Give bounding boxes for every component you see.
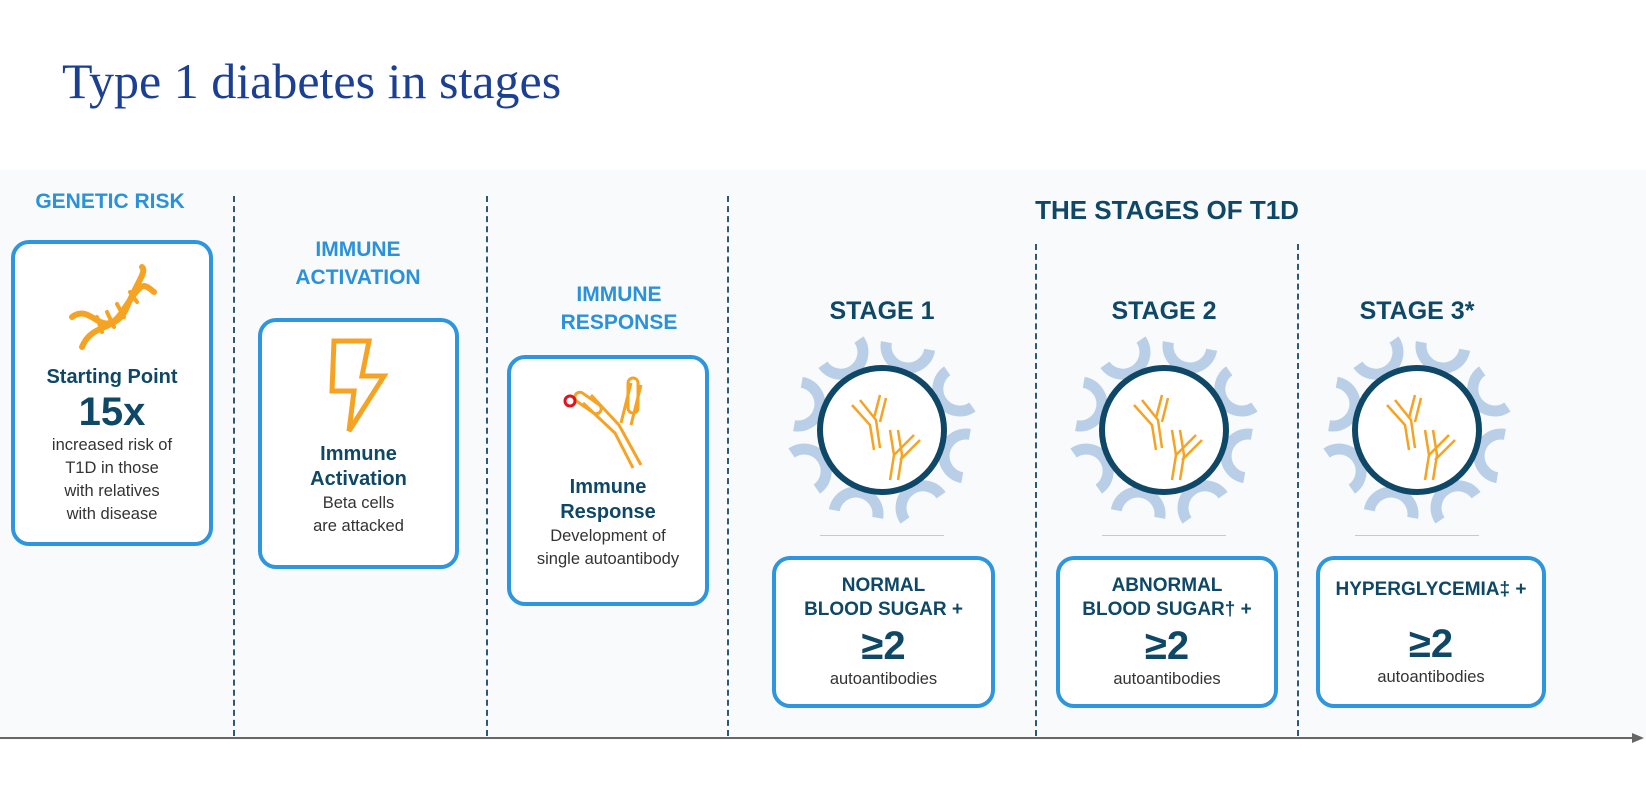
separator bbox=[1355, 535, 1479, 536]
divider bbox=[486, 196, 488, 736]
slide-title: Type 1 diabetes in stages bbox=[62, 53, 562, 109]
stage-label: STAGE 3* bbox=[1359, 297, 1475, 325]
separator bbox=[820, 535, 944, 536]
beta-cell-icon bbox=[782, 330, 982, 530]
beta-cell-icon bbox=[1317, 330, 1517, 530]
activation-card: Immune Activation Beta cells are attacke… bbox=[258, 318, 459, 569]
stage-condition: HYPERGLYCEMIA‡ + bbox=[1335, 579, 1527, 600]
genetic-desc-2: T1D in those bbox=[65, 459, 159, 477]
dna-icon bbox=[62, 262, 162, 357]
stage-criteria-card: ABNORMAL BLOOD SUGAR† + ≥2 autoantibodies bbox=[1056, 556, 1278, 708]
response-desc-2: single autoantibody bbox=[536, 550, 680, 568]
stage-value: ≥2 bbox=[861, 624, 906, 668]
response-heading-line2: RESPONSE bbox=[560, 311, 678, 334]
activation-title-1: Immune bbox=[320, 443, 397, 465]
activation-desc-2: are attacked bbox=[313, 517, 404, 535]
stage-label: STAGE 2 bbox=[1111, 297, 1217, 325]
genetic-risk-heading: GENETIC RISK bbox=[35, 190, 185, 213]
response-heading: IMMUNE RESPONSE bbox=[500, 281, 738, 337]
genetic-value: 15x bbox=[78, 390, 146, 434]
response-desc-1: Development of bbox=[550, 527, 666, 545]
stage-value: ≥2 bbox=[1408, 622, 1454, 666]
genetic-risk-card: Starting Point 15x increased risk of T1D… bbox=[11, 240, 213, 546]
genetic-title: Starting Point bbox=[46, 366, 178, 388]
stage-condition: BLOOD SUGAR + bbox=[804, 599, 963, 620]
divider bbox=[727, 196, 729, 736]
activation-heading-line1: IMMUNE bbox=[315, 238, 401, 261]
response-title-2: Response bbox=[560, 501, 656, 523]
stage-condition: ABNORMAL bbox=[1111, 575, 1223, 596]
stage-condition: NORMAL bbox=[841, 575, 926, 596]
stage-value: ≥2 bbox=[1144, 624, 1190, 668]
stage-criteria-card: HYPERGLYCEMIA‡ + ≥2 autoantibodies bbox=[1316, 556, 1546, 708]
lightning-icon bbox=[324, 336, 394, 436]
stage-unit: autoantibodies bbox=[829, 670, 938, 688]
stage-label: STAGE 1 bbox=[829, 297, 935, 325]
divider bbox=[1297, 244, 1299, 736]
genetic-desc-1: increased risk of bbox=[51, 436, 173, 454]
activation-desc-1: Beta cells bbox=[322, 494, 395, 512]
genetic-desc-4: with disease bbox=[66, 505, 158, 523]
activation-heading-line2: ACTIVATION bbox=[295, 266, 421, 289]
stages-heading: THE STAGES OF T1D bbox=[1035, 195, 1299, 225]
response-card: Immune Response Development of single au… bbox=[507, 355, 709, 606]
stage-unit: autoantibodies bbox=[1377, 668, 1485, 686]
response-heading-line1: IMMUNE bbox=[576, 283, 662, 306]
beta-cell-icon bbox=[1064, 330, 1264, 530]
activation-heading: IMMUNE ACTIVATION bbox=[240, 236, 476, 292]
stage-criteria-card: NORMAL BLOOD SUGAR + ≥2 autoantibodies bbox=[772, 556, 995, 708]
genetic-desc-3: with relatives bbox=[64, 482, 160, 500]
antibody-icon bbox=[553, 373, 663, 473]
stage-condition: BLOOD SUGAR† + bbox=[1082, 599, 1252, 620]
stage-unit: autoantibodies bbox=[1113, 670, 1221, 688]
separator bbox=[1102, 535, 1226, 536]
response-title-1: Immune bbox=[569, 476, 647, 498]
divider bbox=[233, 196, 235, 736]
divider bbox=[1035, 244, 1037, 736]
timeline-arrow bbox=[0, 733, 1644, 743]
activation-title-2: Activation bbox=[310, 468, 407, 490]
